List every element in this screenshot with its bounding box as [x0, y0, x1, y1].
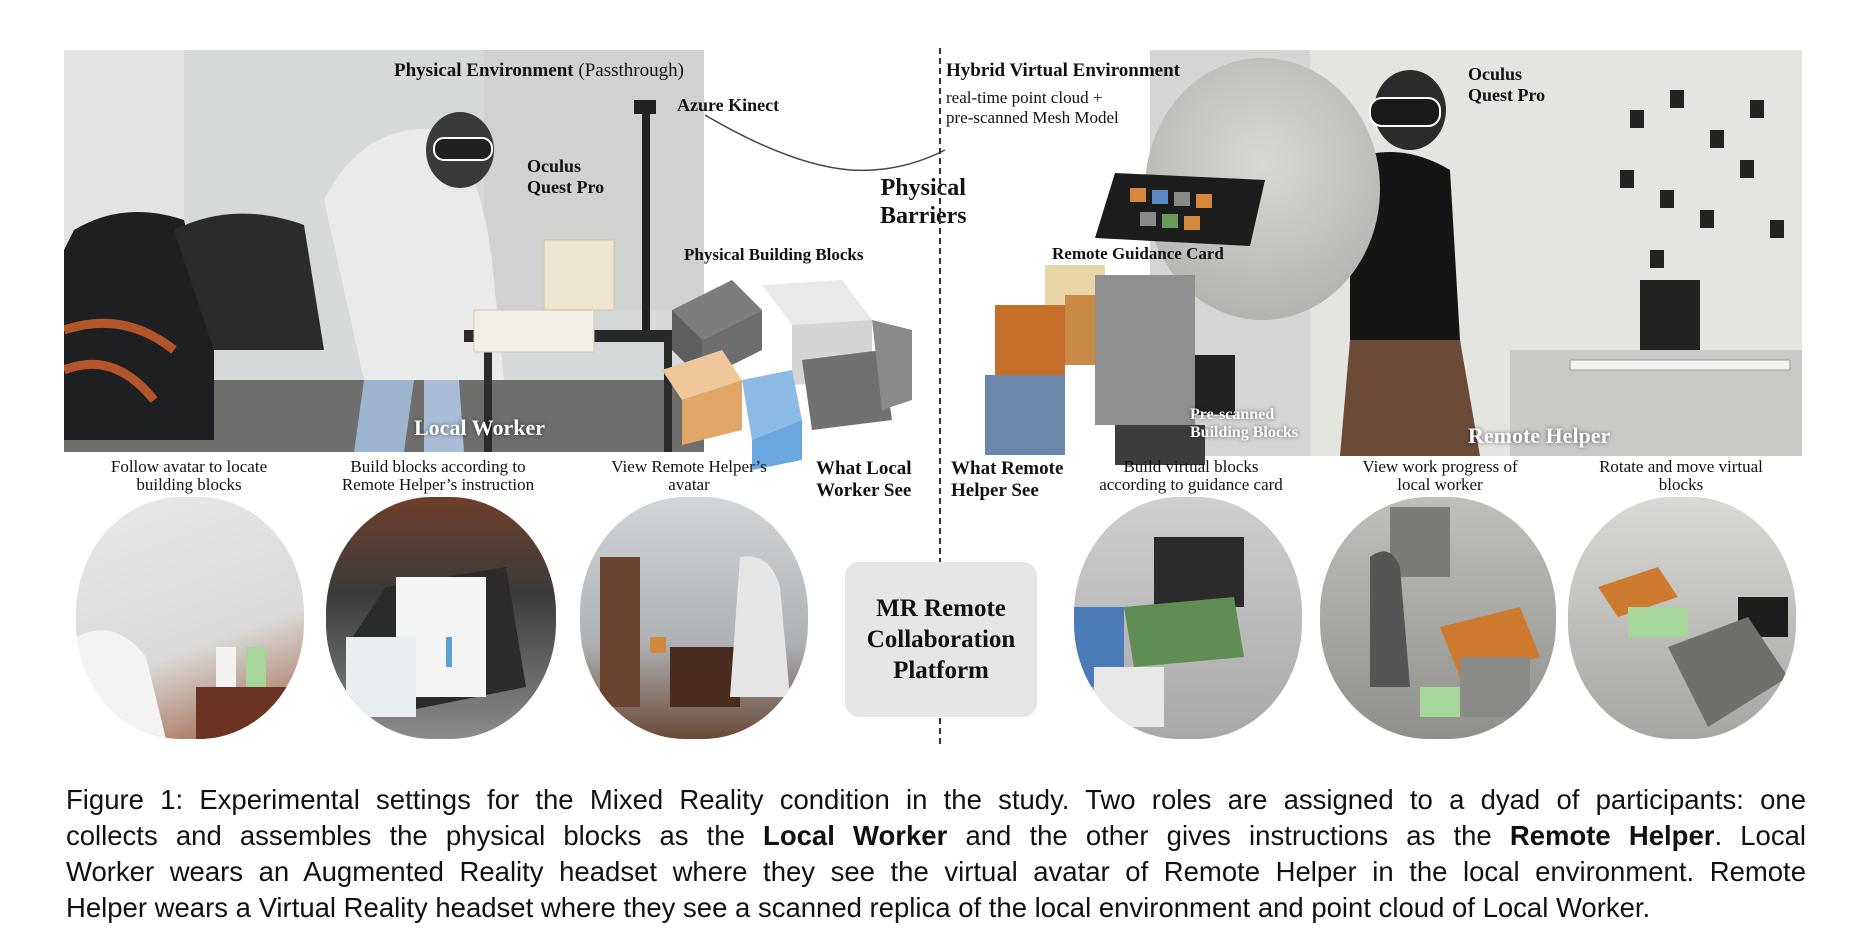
- prescanned-blocks-image: [985, 265, 1235, 465]
- remote-guidance-card-label: Remote Guidance Card: [1052, 244, 1224, 263]
- remote-view-1-illustration: [1074, 537, 1244, 727]
- remote-helper-label: Remote Helper: [1468, 423, 1611, 448]
- caption-line-1: Figure 1: Experimental settings for the …: [66, 784, 1806, 815]
- azure-kinect-label: Azure Kinect: [677, 95, 780, 115]
- local-environment-photo: [64, 50, 704, 452]
- cable-line: [704, 114, 946, 172]
- local-view-1-illustration: [76, 630, 304, 739]
- physical-environment-label: Physical Environment (Passthrough): [394, 60, 684, 81]
- physical-barrier-divider: [939, 48, 941, 744]
- remote-view-3-illustration: [1598, 567, 1788, 727]
- local-view-1: [76, 497, 304, 739]
- caption-line-4: Helper wears a Virtual Reality headset w…: [66, 892, 1651, 923]
- remote-view-2: [1320, 497, 1556, 739]
- mr-remote-collaboration-platform-box: MR Remote Collaboration Platform: [845, 562, 1037, 717]
- hybrid-environment-subtitle: real-time point cloud +pre-scanned Mesh …: [946, 88, 1119, 128]
- hybrid-virtual-environment-label: Hybrid Virtual Environment: [946, 60, 1181, 81]
- figure-caption: Figure 1: Experimental settings for the …: [66, 782, 1806, 926]
- remote-guidance-card-image: [1095, 173, 1265, 246]
- local-view-2-illustration: [346, 567, 526, 717]
- remote-view-3: [1568, 497, 1796, 739]
- caption-line-2: collects and assembles the physical bloc…: [66, 820, 1807, 851]
- local-scene-illustration: [64, 50, 704, 452]
- local-view-2: [326, 497, 556, 739]
- remote-view-2-illustration: [1370, 507, 1540, 717]
- caption-line-3: Worker wears an Augmented Reality headse…: [66, 856, 1806, 887]
- remote-view-1: [1074, 497, 1302, 739]
- physical-building-blocks-label: Physical Building Blocks: [684, 245, 864, 264]
- physical-building-blocks-image: [662, 280, 912, 470]
- local-view-3-illustration: [600, 556, 790, 707]
- local-view-3: [580, 497, 808, 739]
- local-worker-label: Local Worker: [414, 415, 545, 440]
